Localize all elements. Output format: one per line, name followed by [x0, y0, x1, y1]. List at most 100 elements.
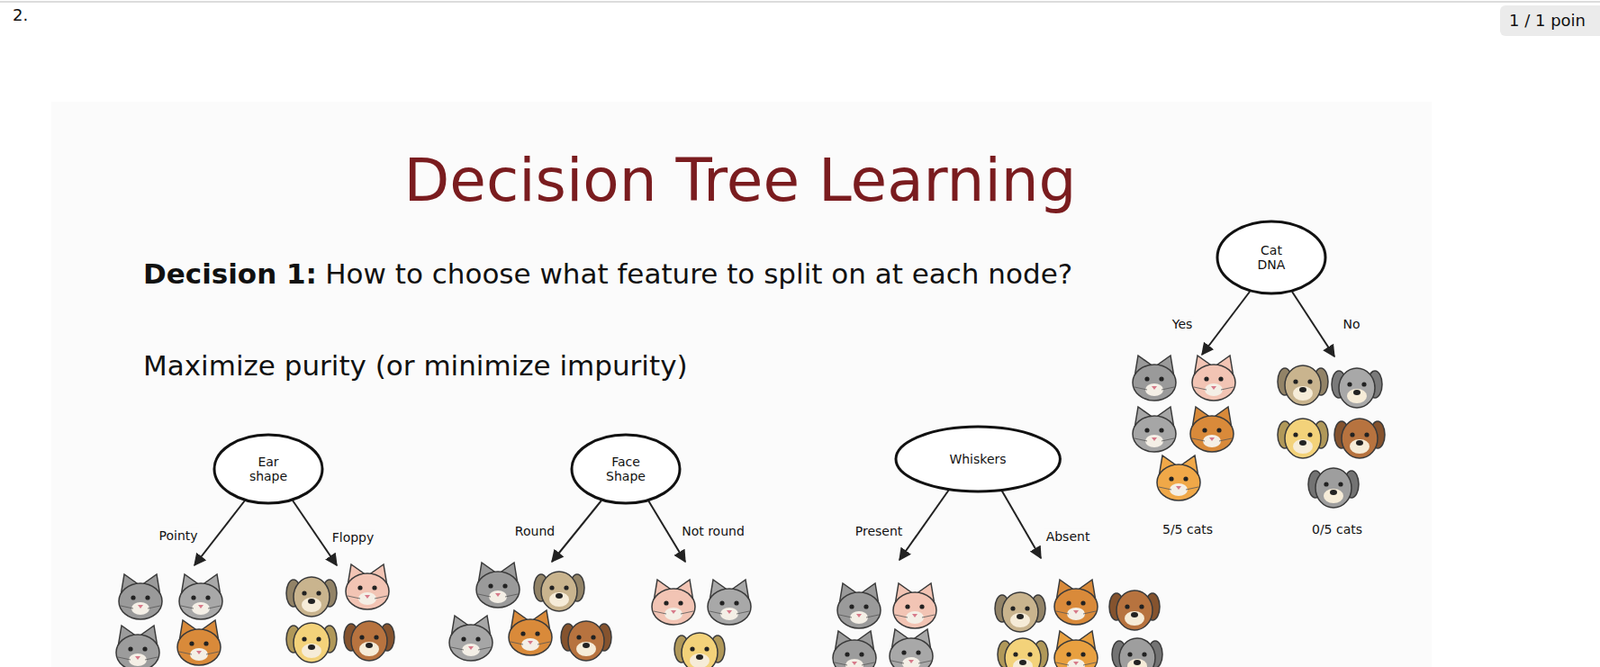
cat-muzzle [902, 657, 921, 667]
feature-node: Ear shape [212, 433, 325, 506]
dog-face [994, 592, 1046, 633]
cat-whisker [179, 651, 192, 655]
eye [203, 641, 208, 646]
eye [357, 585, 362, 590]
eye [1158, 376, 1164, 381]
eye [563, 585, 569, 590]
eye [316, 590, 321, 596]
branch-label: Pointy [156, 528, 199, 544]
dog-nose [555, 593, 563, 599]
branch-arrow [899, 489, 950, 561]
eye [502, 583, 507, 588]
eye [858, 651, 864, 657]
cat-head [893, 592, 937, 629]
dog-nose [696, 654, 704, 660]
eye [1158, 427, 1164, 433]
branch-label: Present [853, 524, 905, 540]
cat-whisker [1161, 438, 1175, 442]
cat-muzzle [358, 592, 377, 606]
dog-nose [1355, 440, 1364, 446]
branch-arrow [551, 500, 602, 562]
cat-nose [670, 610, 677, 615]
cat-face [1192, 355, 1236, 401]
cat-muzzle [720, 607, 739, 621]
eye [1292, 432, 1298, 437]
cat-nose [1151, 437, 1158, 442]
cat-muzzle [128, 653, 147, 667]
eye [488, 583, 493, 588]
cat-nose [364, 595, 371, 599]
dog-face [1111, 638, 1163, 667]
cat-whisker [736, 611, 750, 615]
dog-muzzle [1292, 439, 1313, 454]
cat-nose [527, 641, 534, 645]
cat-whisker [117, 657, 131, 660]
branch-arrow [1001, 489, 1041, 559]
cat-head [1054, 588, 1098, 625]
eye [1307, 432, 1312, 437]
dog-head [1284, 418, 1321, 459]
dog-head [1004, 638, 1041, 667]
dog-face [1277, 365, 1329, 406]
decision-heading: Decision 1:How to choose what feature to… [143, 253, 1107, 294]
eye [863, 604, 868, 609]
cat-whisker [1185, 487, 1199, 490]
dog-head [293, 577, 330, 617]
eye [189, 641, 194, 646]
cat-nose [1151, 386, 1158, 390]
slide-title: Decision Tree Learning [404, 148, 1077, 215]
dog-muzzle [1012, 659, 1033, 667]
node-text: Face Shape [600, 454, 651, 484]
dog-nose [582, 642, 590, 649]
cat-head [889, 638, 933, 667]
cat-face [651, 579, 696, 625]
eye [520, 631, 525, 636]
cat-muzzle [849, 611, 868, 624]
eye [901, 650, 906, 655]
node-ellipse [571, 434, 680, 504]
dog-muzzle [576, 641, 597, 657]
cat-nose [1073, 610, 1079, 615]
dog-muzzle [1010, 613, 1031, 628]
cat-head [449, 624, 493, 661]
dog-head [541, 571, 578, 612]
dog-head [293, 623, 330, 663]
cat-whisker [1161, 387, 1175, 390]
dog-nose [1329, 489, 1338, 496]
decision-question: How to choose what feature to split on a… [325, 257, 1073, 290]
dog-muzzle [301, 597, 322, 613]
dog-face [1331, 368, 1383, 408]
eye [1361, 381, 1366, 387]
cat-face [1190, 406, 1234, 452]
dog-face [674, 632, 725, 667]
cat-whisker [207, 605, 221, 609]
eye [1141, 651, 1147, 657]
feature-node: Cat DNA [1215, 219, 1328, 296]
cat-face [177, 620, 221, 666]
cat-whisker [1083, 611, 1096, 615]
cat-head [476, 571, 520, 608]
cat-head [179, 583, 223, 620]
eye [475, 636, 480, 642]
eye [142, 646, 147, 651]
cat-face [449, 615, 493, 661]
cat-face [1132, 355, 1176, 401]
question-number: 2. [12, 5, 28, 26]
cat-whisker [147, 605, 161, 609]
cat-whisker [510, 641, 524, 645]
dog-head [1338, 368, 1375, 408]
eye [549, 585, 554, 590]
dog-nose [1016, 614, 1024, 620]
cat-nose [1209, 437, 1215, 442]
dog-nose [1299, 440, 1307, 446]
cat-muzzle [1066, 659, 1085, 667]
cat-head [177, 629, 221, 666]
cat-whisker [478, 647, 491, 651]
cat-head [508, 619, 552, 656]
cat-muzzle [191, 602, 210, 615]
node-text: Cat DNA [1248, 243, 1294, 272]
dog-muzzle [1292, 386, 1313, 401]
dog-head [1341, 418, 1378, 459]
dog-head [681, 632, 718, 667]
